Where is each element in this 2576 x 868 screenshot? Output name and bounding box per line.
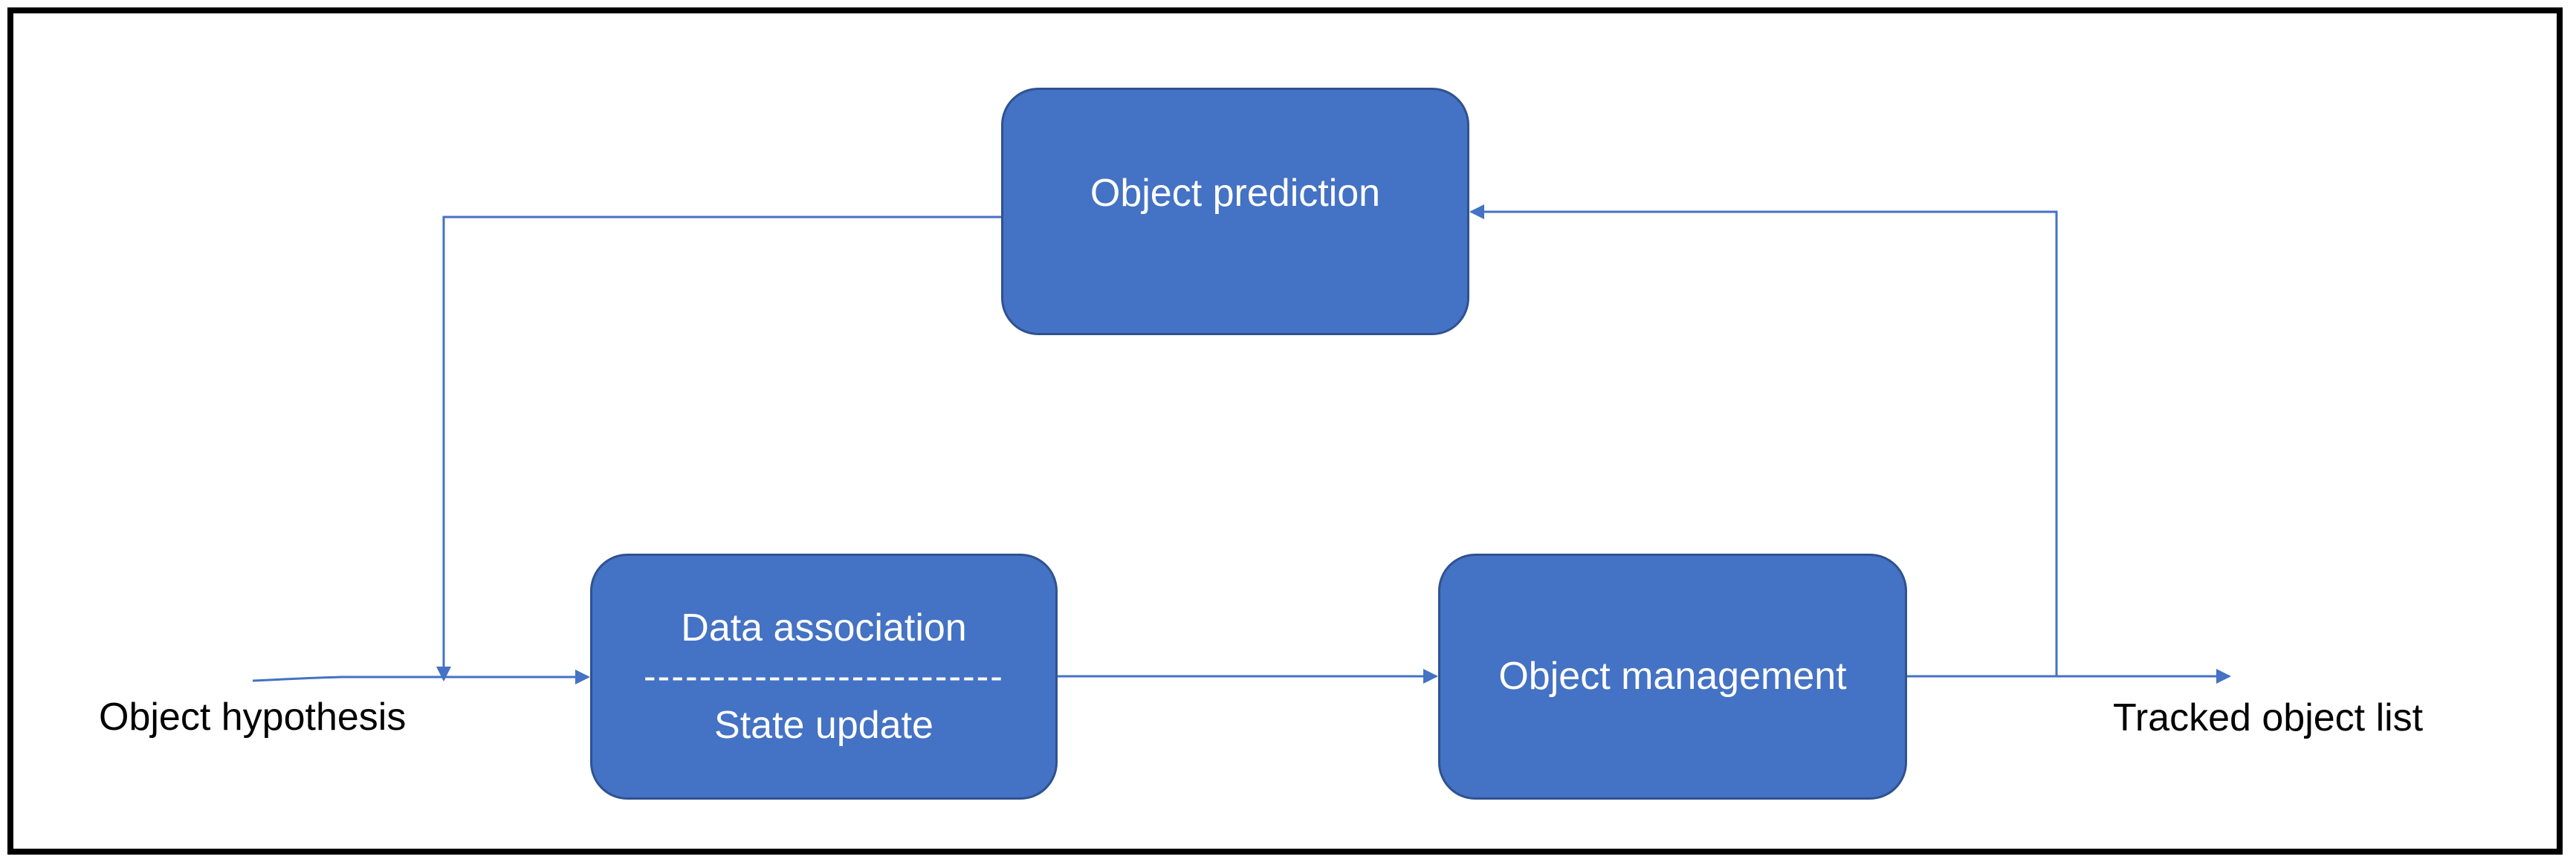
object-prediction-label: Object prediction bbox=[1090, 172, 1381, 216]
data-association-box: Data association -----------------------… bbox=[590, 554, 1058, 800]
edge-hypothesis-to-association bbox=[252, 676, 589, 682]
arrowhead-prediction-association bbox=[436, 667, 451, 681]
object-prediction-box: Object prediction bbox=[1001, 88, 1469, 335]
object-hypothesis-label: Object hypothesis bbox=[99, 696, 407, 739]
state-update-label: State update bbox=[714, 703, 933, 747]
object-management-label: Object management bbox=[1498, 655, 1847, 699]
arrowhead-management-tracked-list bbox=[2216, 669, 2231, 684]
arrowhead-management-prediction bbox=[1469, 204, 1484, 219]
data-association-label: Data association bbox=[681, 606, 967, 650]
association-separator: -------------------------- bbox=[644, 655, 1004, 697]
arrowhead-association-management bbox=[1423, 669, 1438, 684]
tracked-object-list-label: Tracked object list bbox=[2113, 696, 2424, 739]
object-management-box: Object management bbox=[1438, 554, 1907, 800]
diagram-frame bbox=[7, 7, 2563, 855]
arrowhead-hypothesis-association bbox=[575, 670, 590, 684]
edge-prediction-to-association bbox=[442, 216, 1001, 680]
edge-management-to-prediction bbox=[1471, 210, 2058, 676]
